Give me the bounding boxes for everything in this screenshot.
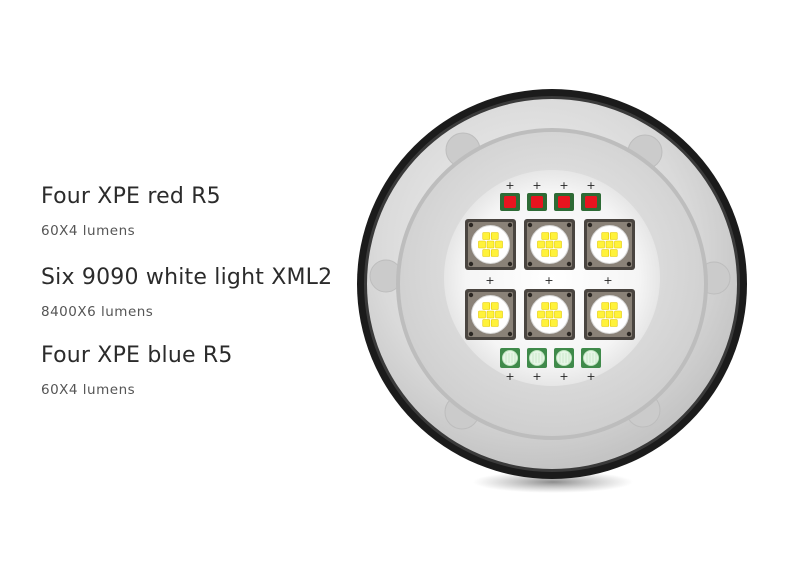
spec-title: Four XPE red R5 [41,184,221,209]
plus-sign: + [485,274,494,287]
spec-title: Six 9090 white light XML2 [41,265,333,290]
plus-sign: + [505,370,514,383]
blue-led [554,348,574,368]
blue-led [527,348,547,368]
spec-blue-leds: Four XPE blue R5 60X4 lumens [41,343,233,398]
spec-lumens: 60X4 lumens [41,223,136,239]
red-led [527,193,547,211]
red-led [500,193,520,211]
white-led-group [465,219,635,340]
plus-row-middle: + + + [485,274,612,287]
plus-row-top: + + + + [505,179,595,192]
white-led [465,219,516,270]
white-led [584,219,635,270]
white-led [524,219,575,270]
red-led-group [500,193,601,211]
white-led [465,289,516,340]
spec-lumens: 60X4 lumens [41,382,136,398]
plus-sign: + [603,274,612,287]
spec-white-leds: Six 9090 white light XML2 8400X6 lumens [41,265,332,320]
spec-red-leds: Four XPE red R5 60X4 lumens [41,184,221,239]
plus-sign: + [559,370,568,383]
plus-sign: + [544,274,553,287]
blue-led [581,348,601,368]
plus-sign: + [586,179,595,192]
blue-led-group [500,348,601,368]
plus-sign: + [505,179,514,192]
plus-row-bottom: + + + + [505,370,595,383]
plus-sign: + [532,370,541,383]
plus-sign: + [559,179,568,192]
blue-led [500,348,520,368]
plus-sign: + [532,179,541,192]
red-led [581,193,601,211]
white-led [524,289,575,340]
white-led [584,289,635,340]
shadow [473,471,633,493]
red-led [554,193,574,211]
spec-title: Four XPE blue R5 [41,343,233,368]
spec-lumens: 8400X6 lumens [41,304,154,320]
plus-sign: + [586,370,595,383]
